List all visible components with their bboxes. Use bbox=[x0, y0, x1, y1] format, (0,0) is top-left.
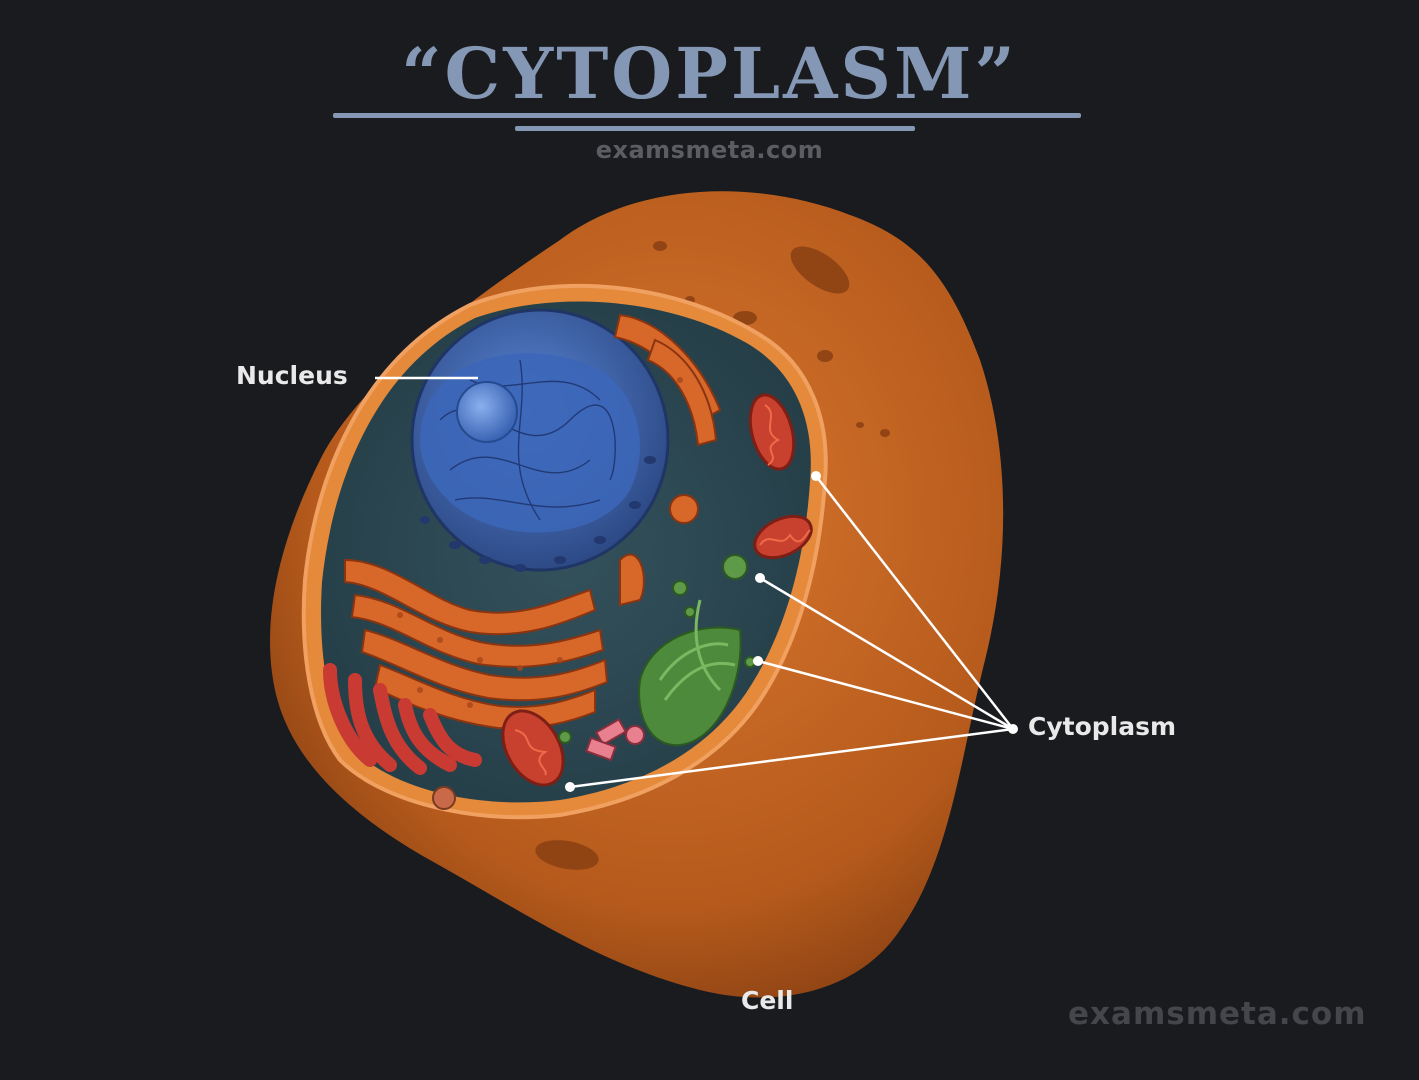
cell-label: Cell bbox=[741, 986, 793, 1015]
nucleolus bbox=[457, 382, 517, 442]
nucleus bbox=[412, 310, 668, 572]
watermark-bottom: examsmeta.com bbox=[1068, 996, 1367, 1032]
peroxisome bbox=[433, 787, 455, 809]
cytoplasm-label: Cytoplasm bbox=[1028, 712, 1176, 741]
lysosome bbox=[670, 495, 698, 523]
nucleus-label: Nucleus bbox=[236, 361, 348, 390]
